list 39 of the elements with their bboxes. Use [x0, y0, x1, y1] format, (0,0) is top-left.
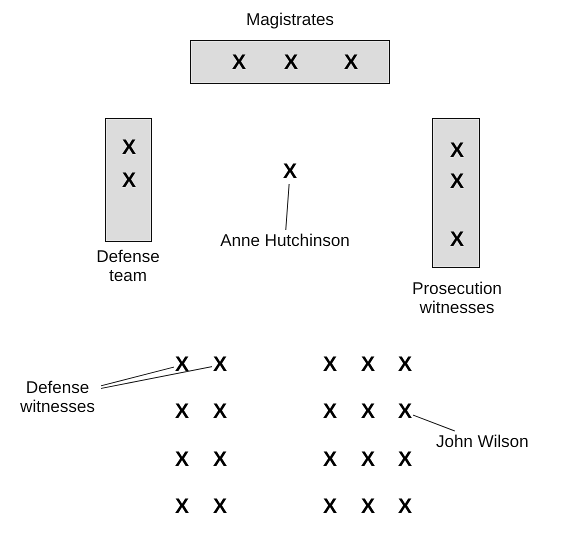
seat-mark: X: [450, 171, 464, 193]
seat-mark: X: [175, 449, 189, 471]
seat-mark: X: [175, 354, 189, 376]
group-label: Magistrates: [245, 10, 335, 29]
group-label: Prosecution witnesses: [411, 279, 503, 317]
seat-mark: X: [232, 52, 246, 74]
seat-mark: X: [213, 449, 227, 471]
person-label: Anne Hutchinson: [195, 231, 375, 250]
seat-mark: X: [283, 161, 297, 183]
seat-mark: X: [361, 449, 375, 471]
seat-mark: X: [323, 401, 337, 423]
seat-mark: X: [122, 137, 136, 159]
seat-mark: X: [323, 354, 337, 376]
leader-line: [100, 366, 212, 389]
seat-mark: X: [450, 229, 464, 251]
seat-mark: X: [122, 170, 136, 192]
seat-mark: X: [323, 496, 337, 518]
seat-mark: X: [450, 140, 464, 162]
seat-mark: X: [361, 401, 375, 423]
seat-mark: X: [213, 354, 227, 376]
person-label: Defense witnesses: [15, 378, 100, 416]
leader-line: [285, 184, 290, 230]
seat-mark: X: [398, 496, 412, 518]
seat-mark: X: [323, 449, 337, 471]
seat-mark: X: [398, 449, 412, 471]
group-label: Defense team: [95, 247, 161, 285]
seat-mark: X: [344, 52, 358, 74]
leader-line: [100, 366, 174, 386]
seat-mark: X: [361, 354, 375, 376]
seat-mark: X: [213, 496, 227, 518]
seat-mark: X: [398, 354, 412, 376]
seat-mark: X: [284, 52, 298, 74]
seat-mark: X: [213, 401, 227, 423]
seat-mark: X: [175, 496, 189, 518]
leader-line: [412, 414, 456, 432]
seat-mark: X: [175, 401, 189, 423]
seat-mark: X: [398, 401, 412, 423]
seat-mark: X: [361, 496, 375, 518]
person-label: John Wilson: [436, 432, 529, 451]
